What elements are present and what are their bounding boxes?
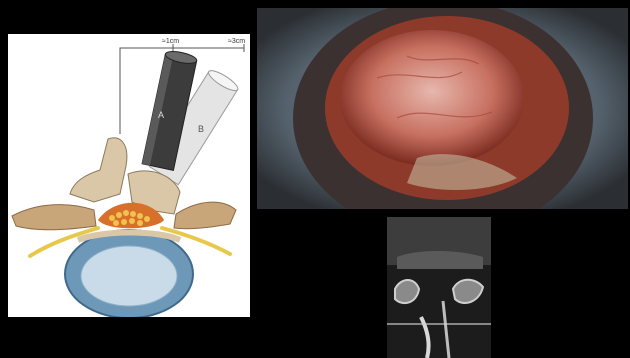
approach-diagram-panel: ≈1cm ≈3cm B A <box>8 34 250 317</box>
approach-diagram: ≈1cm ≈3cm B A <box>8 34 250 317</box>
tube-b-label: B <box>198 124 204 134</box>
tube-a-label: A <box>158 110 164 120</box>
ct-image <box>387 217 491 358</box>
scale-label-1cm: ≈1cm <box>162 38 179 45</box>
ct-image-panel <box>387 217 491 358</box>
scale-label-3cm: ≈3cm <box>228 38 245 45</box>
endoscopic-photo-panel <box>257 8 628 209</box>
intervertebral-disc <box>65 230 193 317</box>
endoscopic-photo <box>257 8 628 209</box>
